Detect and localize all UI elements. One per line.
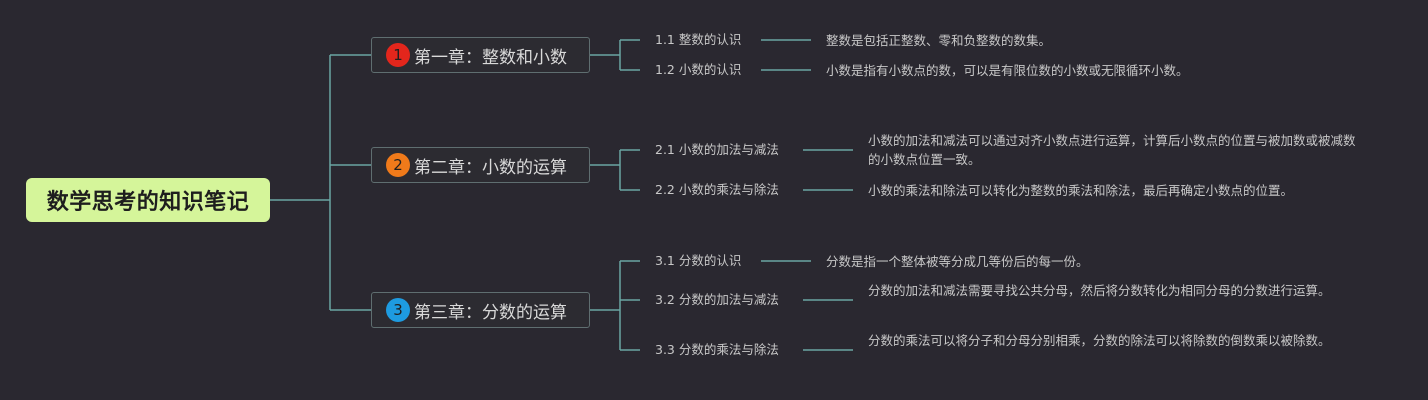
section-3-3-desc[interactable]: 分数的乘法可以将分子和分母分别相乘，分数的除法可以将除数的倒数乘以被除数。 bbox=[868, 333, 1331, 348]
root-label: 数学思考的知识笔记 bbox=[46, 190, 250, 215]
section-3-2-desc[interactable]: 分数的加法和减法需要寻找公共分母，然后将分数转化为相同分母的分数进行运算。 bbox=[868, 283, 1331, 298]
chapter-3-connector bbox=[590, 260, 853, 351]
chapter-3-badge: 3 bbox=[386, 298, 410, 322]
section-3-2[interactable]: 3.2 分数的加法与减法 bbox=[655, 292, 779, 307]
section-1-2-desc[interactable]: 小数是指有小数点的数，可以是有限位数的小数或无限循环小数。 bbox=[826, 63, 1189, 78]
chapter-3-node[interactable]: 3 第三章：分数的运算 bbox=[371, 292, 590, 328]
chapter-2-badge: 2 bbox=[386, 153, 410, 177]
chapter-1-connector bbox=[590, 39, 811, 71]
section-2-2[interactable]: 2.2 小数的乘法与除法 bbox=[655, 182, 779, 197]
chapter-1-badge: 1 bbox=[386, 43, 410, 67]
section-1-1-desc[interactable]: 整数是包括正整数、零和负整数的数集。 bbox=[826, 33, 1052, 48]
section-3-3[interactable]: 3.3 分数的乘法与除法 bbox=[655, 342, 779, 357]
chapter-1-title: 第一章：整数和小数 bbox=[414, 47, 567, 68]
section-2-1-desc[interactable]: 小数的加法和减法可以通过对齐小数点进行运算，计算后小数点的位置与被加数或被减数的… bbox=[868, 133, 1356, 167]
section-3-1-desc[interactable]: 分数是指一个整体被等分成几等份后的每一份。 bbox=[826, 254, 1089, 269]
root-connector bbox=[270, 54, 371, 311]
section-3-1[interactable]: 3.1 分数的认识 bbox=[655, 253, 742, 268]
section-1-1[interactable]: 1.1 整数的认识 bbox=[655, 32, 742, 47]
section-1-2[interactable]: 1.2 小数的认识 bbox=[655, 62, 742, 77]
chapter-2-connector bbox=[590, 149, 853, 191]
section-2-2-desc[interactable]: 小数的乘法和除法可以转化为整数的乘法和除法，最后再确定小数点的位置。 bbox=[868, 183, 1294, 198]
chapter-2-title: 第二章：小数的运算 bbox=[414, 157, 567, 178]
chapter-2-node[interactable]: 2 第二章：小数的运算 bbox=[371, 147, 590, 183]
section-2-1[interactable]: 2.1 小数的加法与减法 bbox=[655, 142, 779, 157]
chapter-3-title: 第三章：分数的运算 bbox=[414, 302, 567, 323]
root-node[interactable]: 数学思考的知识笔记 bbox=[26, 178, 270, 222]
chapter-1-node[interactable]: 1 第一章：整数和小数 bbox=[371, 37, 590, 73]
